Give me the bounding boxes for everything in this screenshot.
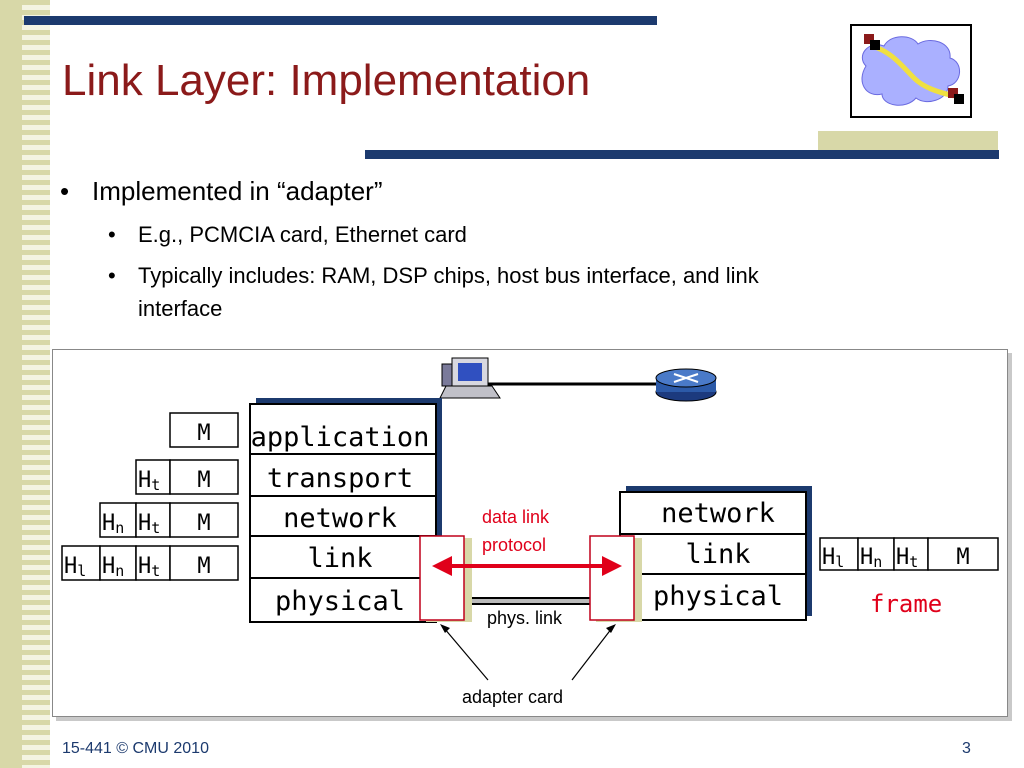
computer-icon bbox=[439, 357, 501, 399]
top-rule bbox=[24, 16, 657, 25]
footer-page-number: 3 bbox=[962, 740, 971, 757]
svg-text:Ht: Ht bbox=[138, 511, 160, 537]
router-icon bbox=[655, 368, 717, 402]
mid-rule bbox=[365, 150, 999, 159]
phys-link-label: phys. link bbox=[487, 608, 563, 628]
left-protocol-stack: application transport network link physi… bbox=[249, 398, 442, 623]
bullet-sub-2-continuation: interface bbox=[138, 296, 223, 321]
left-layer-network: network bbox=[283, 503, 397, 534]
left-layer-link: link bbox=[307, 543, 372, 574]
data-link-label-line2: protocol bbox=[482, 535, 546, 555]
svg-text:Ht: Ht bbox=[896, 545, 918, 571]
left-decorative-stripes bbox=[0, 0, 50, 768]
diagram-frame bbox=[52, 349, 1008, 717]
right-adapter-card bbox=[589, 535, 642, 622]
svg-text:Hn: Hn bbox=[102, 511, 124, 537]
left-layer-physical: physical bbox=[275, 586, 405, 617]
svg-text:Hl: Hl bbox=[822, 545, 844, 571]
svg-text:M: M bbox=[197, 554, 210, 579]
header-row-hn-ht-m: Hn Ht M bbox=[99, 502, 239, 538]
svg-text:Ht: Ht bbox=[138, 554, 160, 580]
header-row-hl-hn-ht-m: Hl Hn Ht M bbox=[61, 545, 239, 581]
svg-text:Hn: Hn bbox=[102, 554, 124, 580]
svg-text:Ht: Ht bbox=[138, 468, 160, 494]
footer-course: 15-441 © CMU 2010 bbox=[62, 740, 209, 757]
adapter-card-label: adapter card bbox=[462, 687, 563, 707]
data-link-label-line1: data link bbox=[482, 507, 550, 527]
left-layer-transport: transport bbox=[267, 463, 413, 494]
header-row-ht-m: Ht M bbox=[135, 459, 239, 495]
slide-title: Link Layer: Implementation bbox=[62, 56, 591, 105]
header-row-m: M bbox=[169, 412, 239, 448]
svg-text:M: M bbox=[956, 545, 969, 570]
frame-row: Hl Hn Ht M bbox=[819, 537, 999, 571]
svg-text:M: M bbox=[197, 511, 210, 536]
right-layer-network: network bbox=[661, 498, 775, 529]
frame-label: frame bbox=[870, 590, 942, 618]
data-link-protocol-arrow bbox=[432, 556, 622, 576]
mid-khaki-block bbox=[818, 131, 998, 150]
svg-text:Hl: Hl bbox=[64, 554, 86, 580]
right-layer-link: link bbox=[685, 539, 750, 570]
left-layer-application: application bbox=[251, 422, 430, 453]
network-cloud-logo-icon bbox=[850, 24, 972, 118]
svg-text:M: M bbox=[197, 468, 210, 493]
left-adapter-card bbox=[419, 535, 472, 622]
right-protocol-stack: network link physical bbox=[619, 486, 812, 621]
phys-link-line bbox=[464, 597, 594, 605]
svg-text:Hn: Hn bbox=[860, 545, 882, 571]
right-layer-physical: physical bbox=[653, 581, 783, 612]
payload-m: M bbox=[197, 421, 210, 446]
adapter-card-pointers bbox=[440, 624, 616, 681]
